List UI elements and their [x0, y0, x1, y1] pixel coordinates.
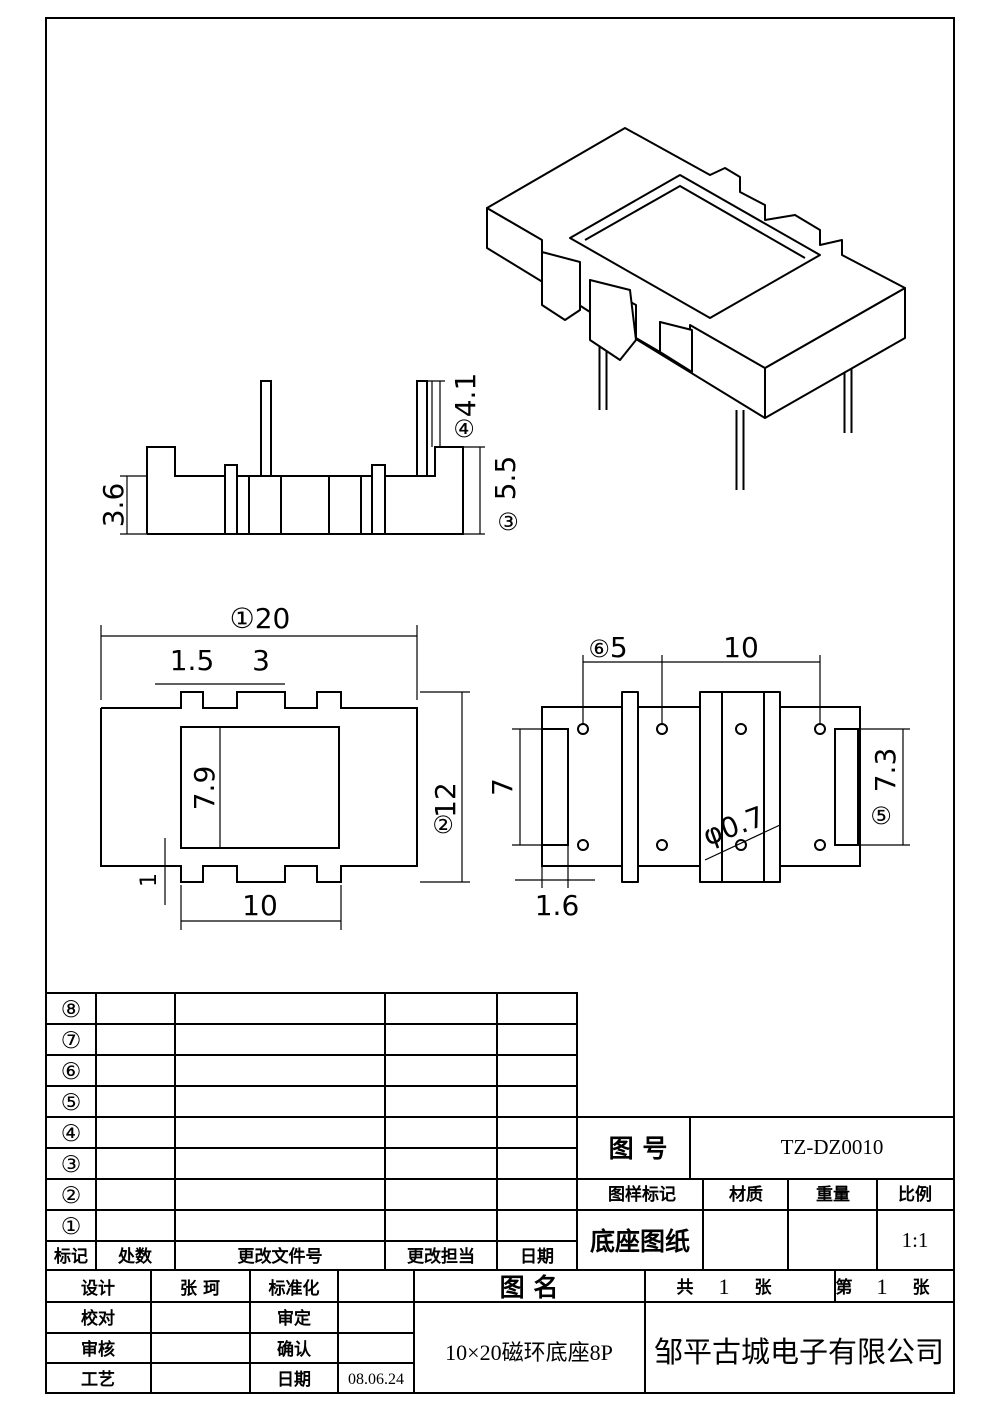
title-block: 图 号 TZ-DZ0010 图样标记 材质 重量 比例 底座图纸 1:1 设计 …	[46, 1117, 955, 1393]
dim-pin-pitch: ⑥5	[588, 631, 627, 664]
sheet-label-unit: 张	[913, 1278, 931, 1298]
ref-3: ③	[497, 508, 519, 536]
dim-slot-width: 1.6	[535, 889, 580, 922]
header-date: 日期	[520, 1247, 554, 1267]
ref-4: ④	[453, 415, 475, 443]
standardize-label: 标准化	[269, 1278, 320, 1299]
header-change-owner: 更改担当	[407, 1246, 475, 1267]
dim-side-height: 3.6	[97, 483, 130, 528]
design-label: 设计	[81, 1278, 115, 1299]
revision-row-mark: ①	[61, 1214, 82, 1240]
approve-label: 审定	[277, 1308, 311, 1329]
scale: 1:1	[902, 1228, 929, 1252]
revision-row-mark: ③	[61, 1152, 82, 1178]
drawing-no: TZ-DZ0010	[781, 1135, 884, 1159]
drawing-border	[45, 17, 955, 1394]
check-label: 校对	[81, 1308, 115, 1329]
isometric-view	[486, 127, 906, 490]
drawing-name-label: 图 名	[500, 1273, 559, 1302]
total-label: 共	[677, 1278, 694, 1298]
dim-top-width: ①20	[230, 602, 291, 635]
sheet-label: 第	[836, 1277, 853, 1298]
date-label: 日期	[277, 1370, 311, 1390]
revision-row-mark: ⑤	[61, 1090, 82, 1116]
dim-bottom-span: 10	[242, 889, 278, 922]
side-view: 3.6 5.5 ③ 4.1 ④	[97, 373, 522, 536]
top-view: ①20 1.5 3 12 ② 7.9 1 10	[100, 602, 470, 930]
bottom-view: ⑥5 10 7 7.3 ⑤ 1.6 φ0.7	[486, 631, 910, 922]
material-label: 材质	[729, 1184, 763, 1205]
dim-side-total: 5.5	[489, 456, 522, 501]
header-count: 处数	[117, 1246, 153, 1267]
drawing-name: 10×20磁环底座8P	[445, 1340, 613, 1365]
weight-label: 重量	[816, 1184, 850, 1205]
revision-table: ⑧ ⑦ ⑥ ⑤ ④ ③ ② ① 标记 处数 更改文件号 更改担当 日期	[45, 992, 954, 1271]
dim-pin-row-span: 10	[723, 631, 759, 664]
dim-window-height: 7.9	[188, 766, 221, 811]
dim-tab-width: 1.5	[170, 644, 215, 677]
confirm-label: 确认	[277, 1339, 312, 1360]
process-label: 工艺	[81, 1369, 115, 1390]
review-label: 审核	[81, 1339, 115, 1360]
pin-holes	[577, 723, 826, 851]
designer: 张 珂	[180, 1279, 220, 1299]
date: 08.06.24	[348, 1371, 404, 1388]
dim-pin-length: 4.1	[449, 373, 482, 418]
header-mark: 标记	[54, 1246, 88, 1267]
revision-row-mark: ⑥	[61, 1059, 82, 1085]
revision-row-mark: ②	[61, 1183, 82, 1209]
header-change-doc: 更改文件号	[238, 1246, 323, 1267]
company-name: 邹平古城电子有限公司	[654, 1336, 944, 1369]
ref-2: ②	[432, 811, 454, 839]
ref-5: ⑤	[870, 802, 892, 830]
revision-row-mark: ④	[61, 1121, 82, 1147]
sample-mark: 底座图纸	[590, 1227, 690, 1256]
sheet-no: 1	[877, 1274, 888, 1299]
dim-tab-gap: 3	[252, 644, 270, 677]
sample-mark-label: 图样标记	[608, 1184, 676, 1205]
total-sheets: 1	[719, 1274, 730, 1299]
dim-depth: 12	[429, 782, 462, 818]
scale-label: 比例	[898, 1184, 932, 1205]
dim-notch: 1	[137, 873, 162, 887]
revision-row-mark: ⑧	[61, 997, 82, 1023]
dim-slot-height: 7	[486, 778, 519, 796]
total-label-unit: 张	[755, 1278, 773, 1298]
revision-row-mark: ⑦	[61, 1028, 82, 1054]
drawing-no-label: 图 号	[609, 1134, 668, 1163]
dim-pin-row-gap: 7.3	[869, 748, 902, 793]
